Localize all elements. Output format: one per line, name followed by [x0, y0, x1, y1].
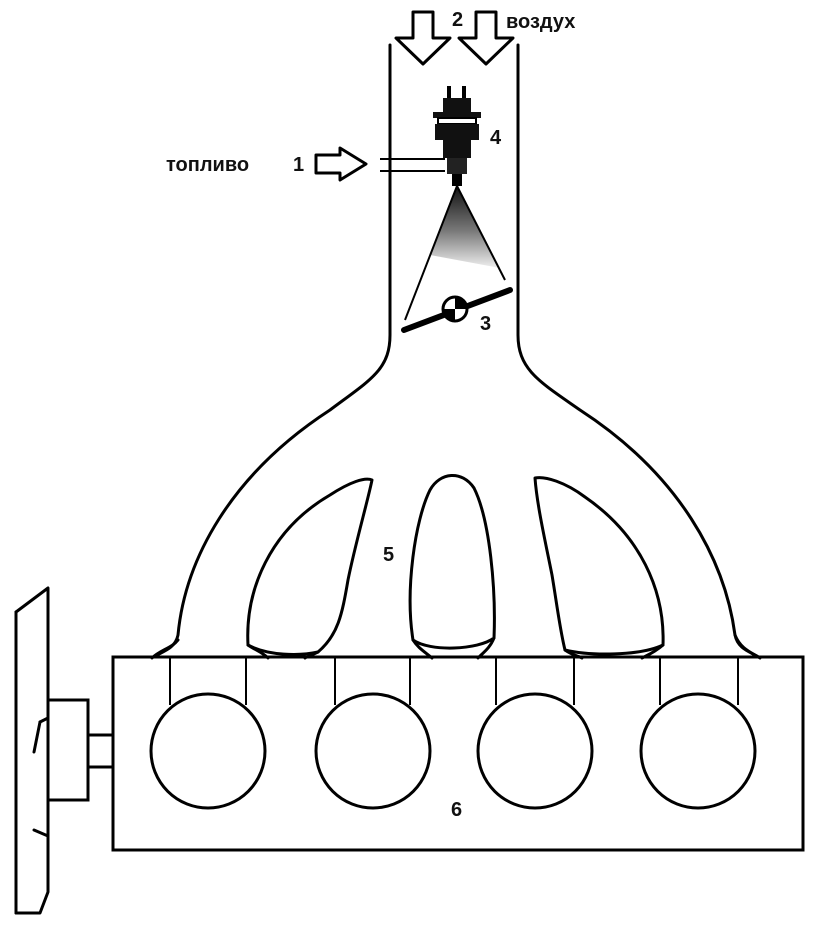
- injector-icon: [433, 86, 481, 186]
- label-2: 2: [452, 9, 464, 31]
- label-5: 5: [383, 544, 395, 566]
- cylinder-3: [476, 692, 594, 810]
- air-inlet-arrows: [394, 10, 515, 66]
- runner-flanges: [150, 633, 762, 660]
- cylinder-4: [639, 692, 757, 810]
- fuel-line: [380, 158, 445, 172]
- cylinder-1: [149, 692, 267, 810]
- crankshaft-pulley-icon: [14, 586, 115, 915]
- fuel-spray-icon: [404, 185, 506, 321]
- runner-divider-1: [246, 477, 374, 656]
- label-6: 6: [451, 799, 463, 821]
- runner-divider-2: [408, 474, 496, 650]
- label-air: воздух: [506, 11, 576, 33]
- cylinder-ports: [169, 657, 739, 705]
- runner-divider-3: [533, 476, 665, 656]
- fuel-inlet-arrow: [314, 146, 368, 182]
- cylinder-2: [314, 692, 432, 810]
- label-fuel: топливо: [166, 154, 250, 176]
- label-3: 3: [480, 313, 492, 335]
- label-4: 4: [490, 127, 502, 149]
- label-1: 1: [293, 154, 305, 176]
- throttle-valve-icon: [401, 287, 513, 333]
